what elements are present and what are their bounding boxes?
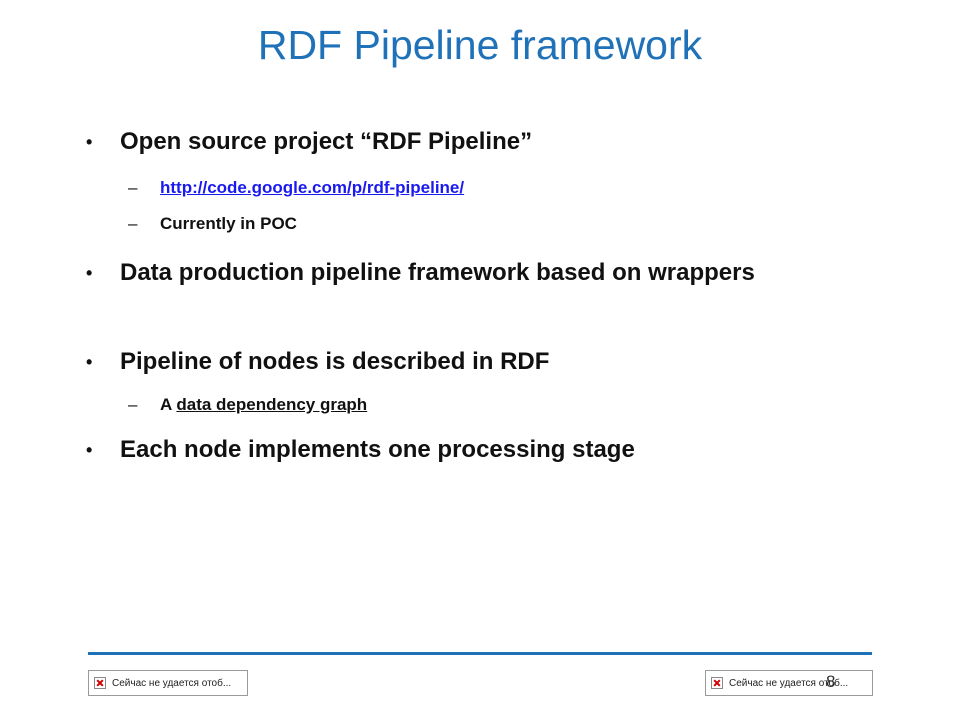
placeholder-text: Сейчас не удается отоб... [112,677,232,689]
project-link[interactable]: http://code.google.com/p/rdf-pipeline/ [160,178,465,197]
bullet-text: Data production pipeline framework based… [120,259,755,286]
bullet-each-node: • Each node implements one processing st… [86,430,820,470]
dash-marker: – [128,178,138,197]
bullet-marker: • [86,440,93,460]
bullet-text: Pipeline of nodes is described in RDF [120,348,550,375]
placeholder-text: Сейчас не удается отоб... [729,677,849,689]
slide-title: RDF Pipeline framework [257,22,703,68]
broken-image-icon [94,677,106,689]
sub-bullet-link: – http://code.google.com/p/rdf-pipeline/ [128,176,760,200]
bullet-marker: • [86,132,93,152]
footer-rule [88,652,872,655]
bullet-marker: • [86,263,93,283]
dash-marker: – [128,214,138,233]
sub-bullet-prefix: A [160,395,177,414]
sub-bullet-poc: – Currently in POC [128,212,760,236]
bullet-pipeline-nodes: • Pipeline of nodes is described in RDF [86,342,820,382]
bullet-text: Open source project “RDF Pipeline” [120,128,533,155]
bullet-text: Each node implements one processing stag… [120,436,635,463]
dash-marker: – [128,395,138,414]
broken-image-placeholder-right: Сейчас не удается отоб... [705,670,873,696]
underlined-term: data dependency graph [176,395,368,414]
bullet-data-production: • Data production pipeline framework bas… [86,253,820,293]
sub-bullet-graph: – A data dependency graph [128,393,760,417]
broken-image-icon [711,677,723,689]
broken-image-placeholder-left: Сейчас не удается отоб... [88,670,248,696]
page-number: 8 [826,672,836,691]
sub-bullet-text: Currently in POC [160,214,297,233]
bullet-open-source: • Open source project “RDF Pipeline” [86,122,820,162]
bullet-marker: • [86,352,93,372]
